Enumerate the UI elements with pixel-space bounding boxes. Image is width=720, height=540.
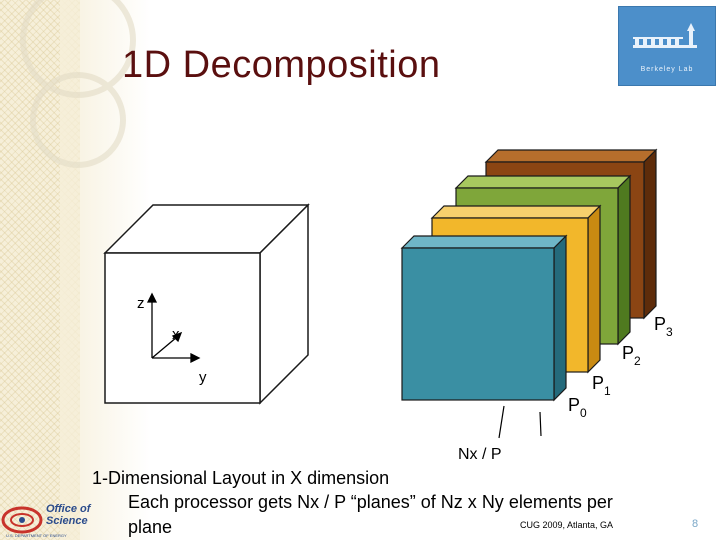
slab-p0: [400, 234, 568, 402]
z-arrow-head: [146, 292, 158, 303]
caption-line-3: plane: [128, 517, 173, 537]
logo-text: Berkeley Lab: [640, 66, 694, 73]
plane-label: Nx / P: [458, 446, 502, 463]
decorative-circles: [20, 0, 136, 168]
page-number: 8: [692, 518, 699, 530]
slide-title: 1D Decomposition: [122, 44, 441, 86]
berkeley-lab-logo: Berkeley Lab: [618, 6, 716, 86]
label-p0: P0: [568, 395, 587, 420]
building-icon: [633, 23, 697, 48]
plane-width-indicators: [498, 405, 542, 439]
axis-label-x: x: [172, 326, 180, 343]
domain-cube: [103, 203, 310, 405]
cube-front-face: [104, 252, 261, 404]
caption-line-2: Each processor gets Nx / P “planes” of N…: [128, 492, 613, 512]
axes-indicator: [146, 292, 201, 364]
x-arrow-head: [171, 331, 183, 343]
label-p3: P3: [654, 314, 673, 339]
label-p2: P2: [622, 343, 641, 368]
doe-emblem-icon: [1, 506, 43, 534]
caption-line-1: 1-Dimensional Layout in X dimension: [92, 468, 390, 488]
doe-line-2: Science: [46, 515, 88, 527]
doe-line-1: Office of: [46, 503, 91, 515]
footer-event: CUG 2009, Atlanta, GA: [520, 520, 614, 530]
label-p1: P1: [592, 373, 611, 398]
doe-line-3: U.S. DEPARTMENT OF ENERGY: [6, 533, 67, 538]
slab-p0-face: [401, 247, 555, 401]
axis-label-y: y: [199, 369, 207, 386]
office-of-science-logo: Office of Science U.S. DEPARTMENT OF ENE…: [0, 500, 110, 540]
y-arrow-head: [190, 352, 201, 364]
axis-label-z: z: [137, 295, 145, 312]
